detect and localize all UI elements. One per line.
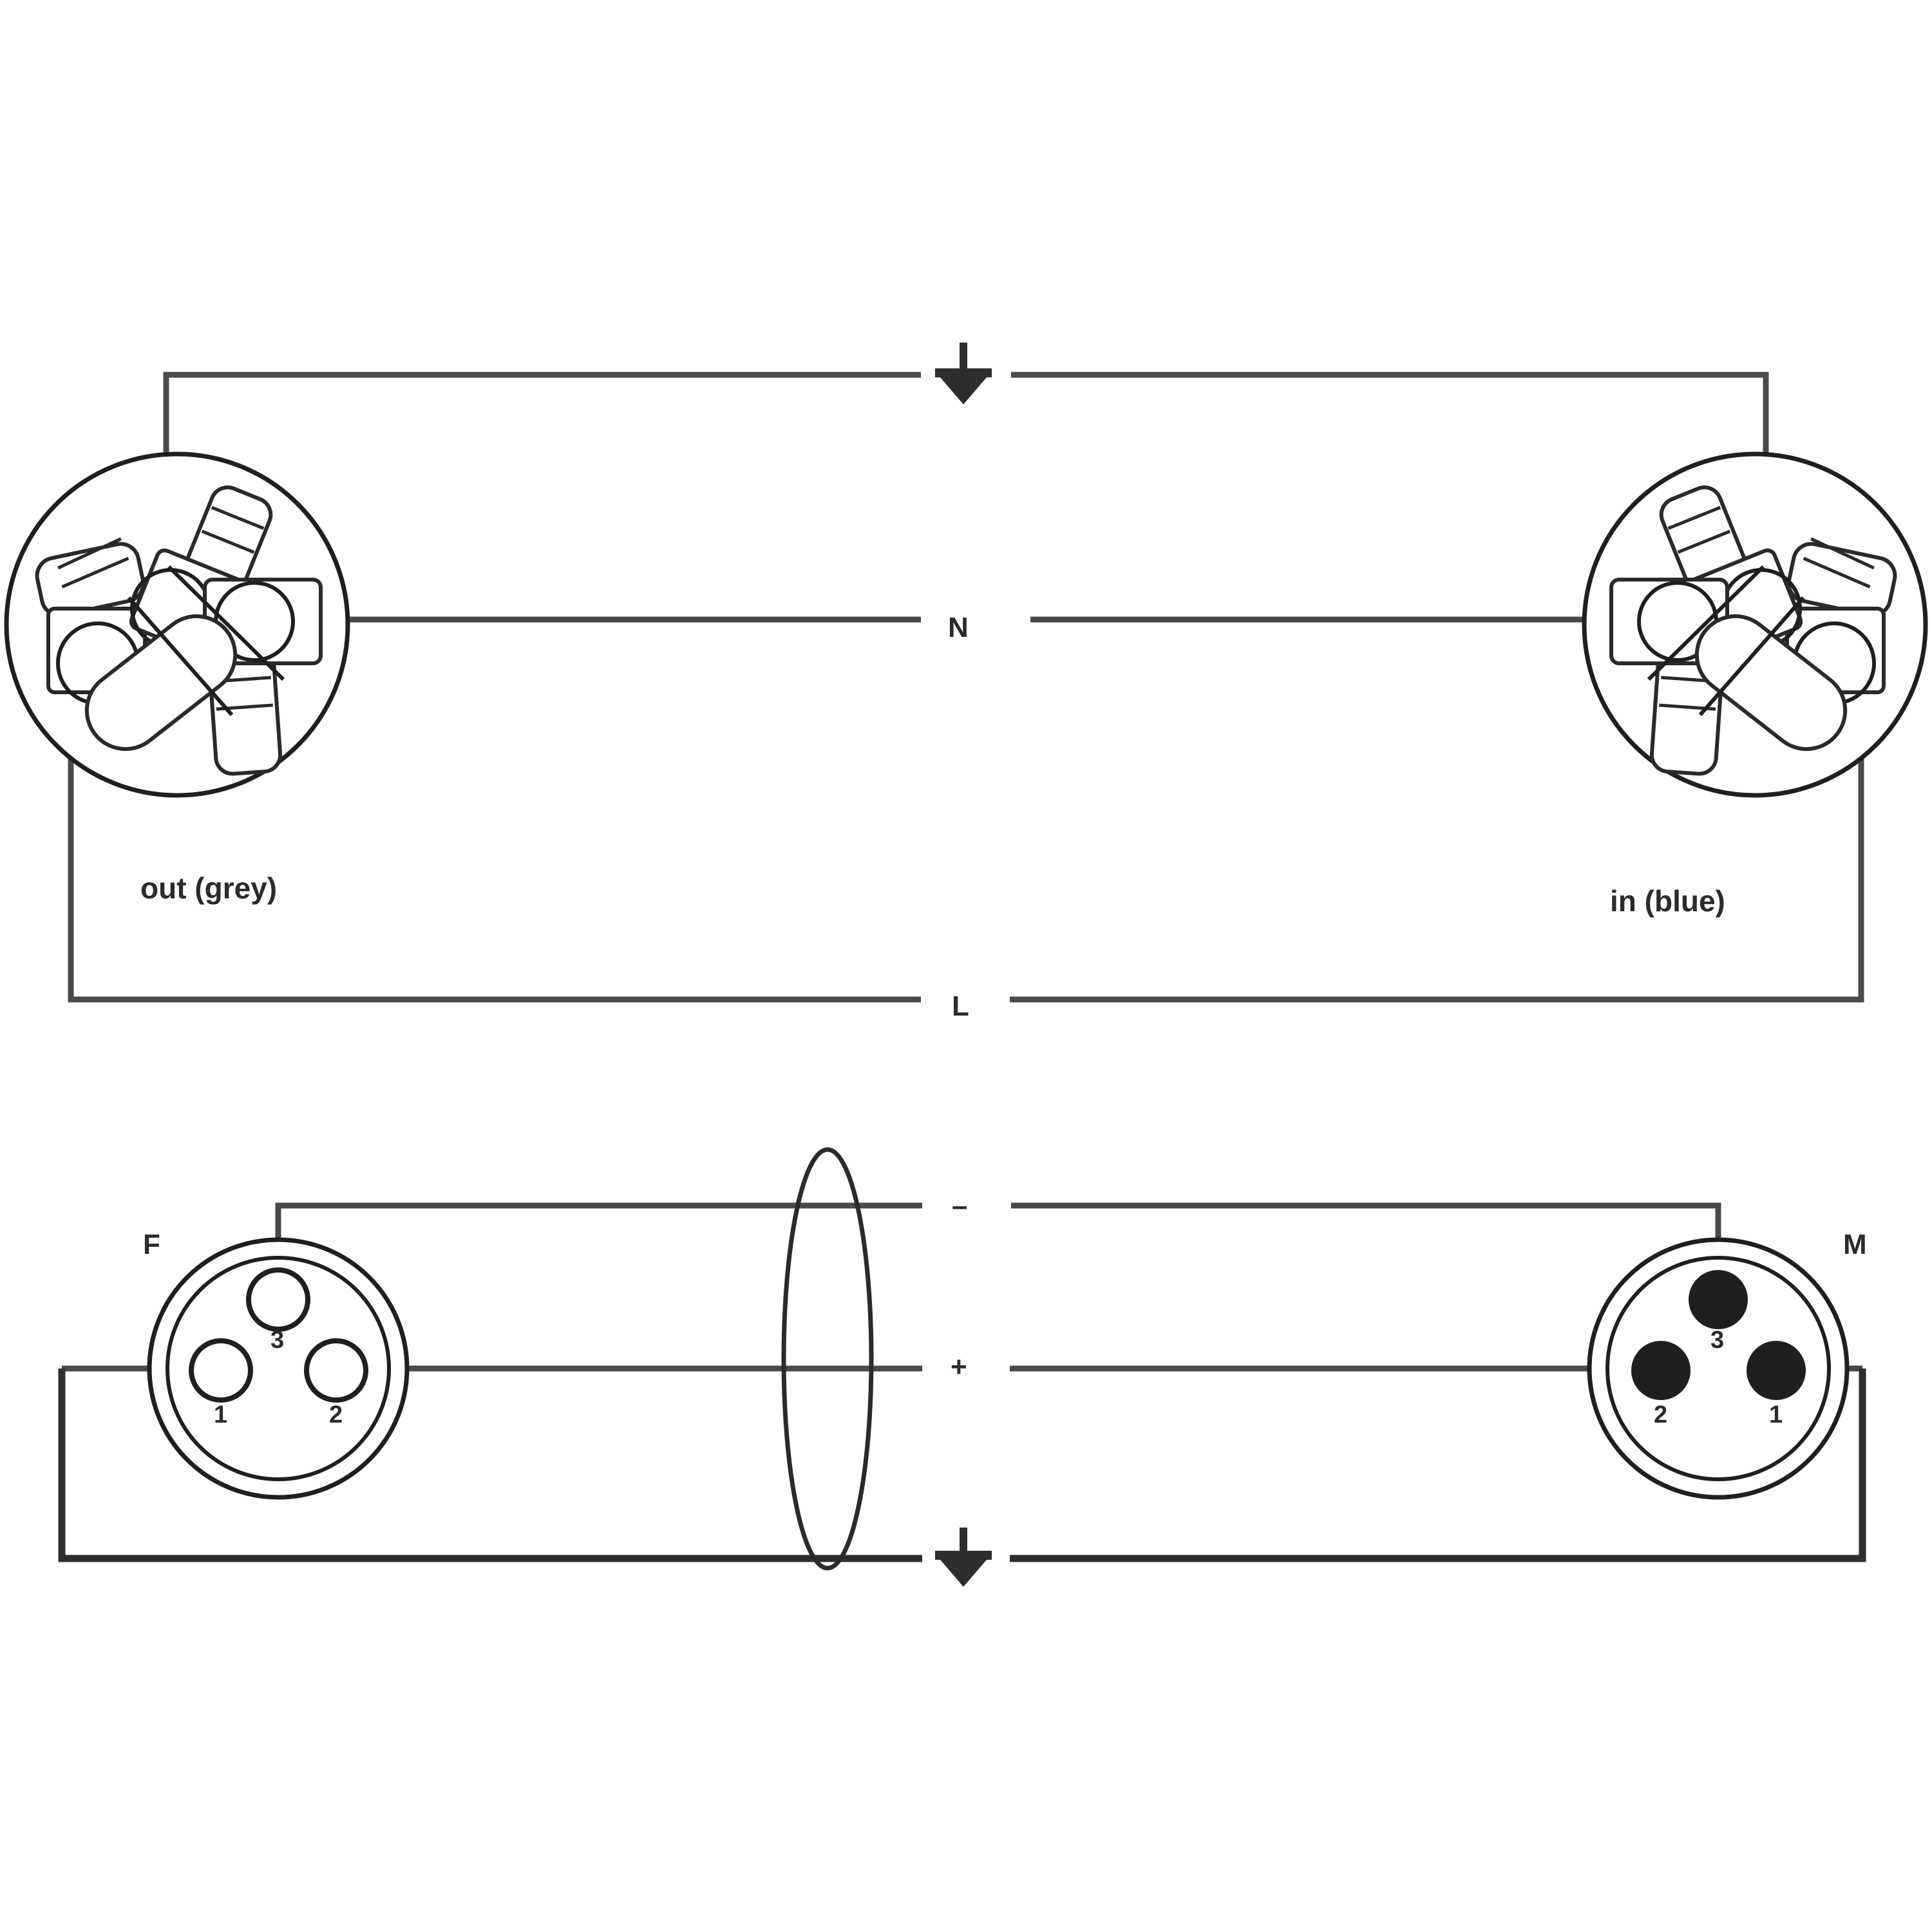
connector-label-in-blue: in (blue): [1610, 884, 1725, 918]
xlr-female-pin-1-label: 1: [214, 1401, 228, 1428]
xlr-female-connector: [147, 1237, 410, 1500]
bottom-shield-conductor-left: [58, 1368, 922, 1562]
strain-relief-lobe-2: [127, 565, 285, 716]
xlr-male-connector: [1587, 1237, 1850, 1500]
strain-relief-lobe-mirror: [1647, 565, 1848, 752]
screw-terminal-left-mirror: [1785, 537, 1897, 705]
strain-relief-lobe: [84, 614, 238, 752]
xlr-male-pin-1-label: 1: [1769, 1401, 1783, 1428]
bottom-diagram-xlr-audio: [58, 1147, 1866, 1587]
top-left-round-connector: [4, 451, 350, 798]
top-diagram-mains-power: [4, 343, 1928, 1003]
xlr-male-pin-2-label: 2: [1654, 1401, 1668, 1428]
bottom-minus-conductor-left: [275, 1202, 922, 1282]
bottom-shield-conductor-right: [1010, 1368, 1866, 1562]
earth-symbol-bottom: [935, 1528, 992, 1587]
conductor-label-plus: +: [951, 1351, 968, 1383]
conductor-label-minus: –: [952, 1190, 969, 1222]
xlr-male-pin-3-label: 3: [1710, 1327, 1725, 1354]
earth-symbol-top: [935, 343, 992, 404]
top-line-conductor-right: [1010, 702, 1864, 1003]
connector-label-female: F: [143, 1229, 160, 1260]
conductor-label-neutral: N: [948, 612, 969, 643]
conductor-label-line: L: [952, 990, 970, 1022]
cable-shield-ellipse: [781, 1147, 874, 1571]
connector-label-male: M: [1843, 1229, 1867, 1260]
xlr-female-pin-3-label: 3: [270, 1327, 285, 1354]
connector-label-out-grey: out (grey): [140, 871, 278, 905]
top-right-round-connector: [1582, 451, 1928, 798]
bottom-minus-conductor-right: [1011, 1202, 1721, 1282]
xlr-female-pin-2-label: 2: [329, 1401, 343, 1428]
top-line-conductor-left: [68, 702, 921, 1003]
